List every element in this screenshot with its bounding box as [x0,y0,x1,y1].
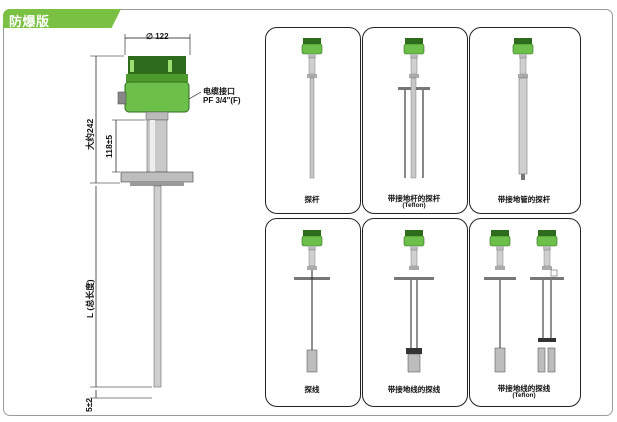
cable-port-label: 电缆接口 [203,87,235,96]
diameter-label: ∅ 122 [146,32,169,41]
panel-label-rod-ground-rod: 带接地杆的探杆 [387,194,441,203]
panel-sub-cable-ground-cable-teflon: (Teflon) [512,392,536,399]
cable-thread-label: PF 3/4"(F) [203,96,241,105]
panel-label-cable: 探线 [304,385,320,394]
title-tab [3,9,121,28]
panel-label-cable-ground-cable-teflon: 带接地线的探线 [497,384,551,393]
panel-sub-rod-ground-rod: (Teflon) [402,202,426,209]
panel-label-rod: 探杆 [304,195,320,204]
panel-label-rod-ground-tube: 带接地管的探杆 [497,195,551,204]
page-title: 防爆版 [9,14,50,29]
panel-label-cable-ground-cable: 带接地线的探线 [387,385,441,394]
panel-cable-probe-ground-cable-teflon [469,218,581,407]
